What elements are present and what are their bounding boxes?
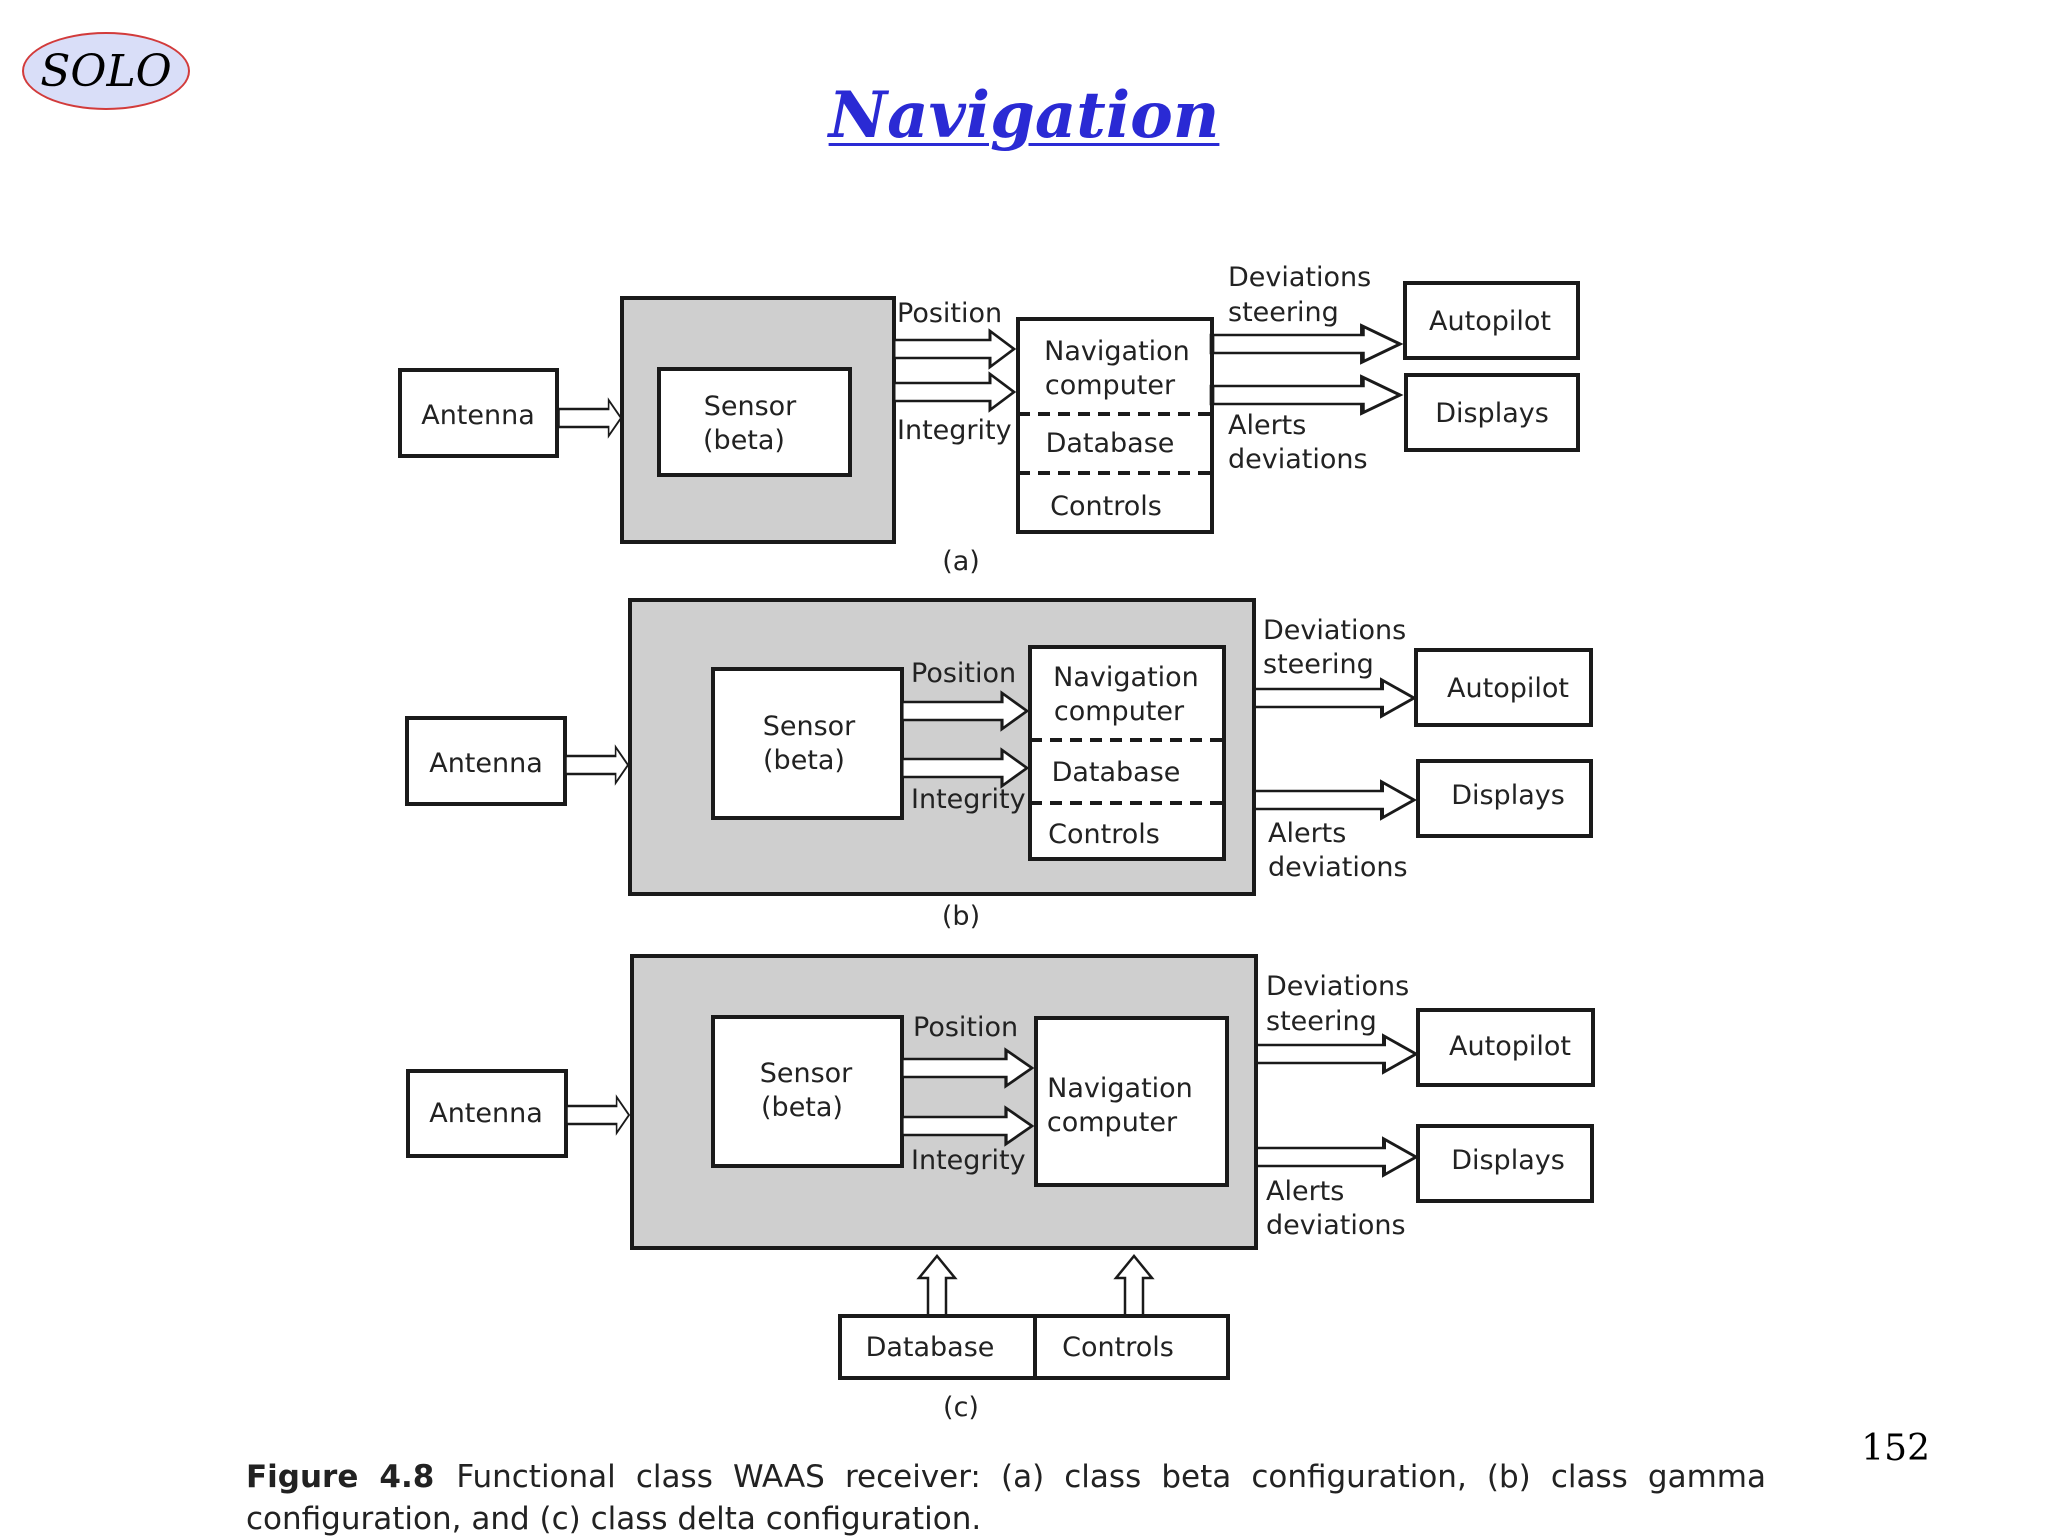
figure-label: Figure 4.8 <box>246 1459 435 1495</box>
sensor-label-a-2: (beta) <box>703 425 785 456</box>
autopilot-label-b: Autopilot <box>1447 673 1569 704</box>
panel-a: Antenna Sensor (beta) Position Integrity… <box>398 262 1580 577</box>
sensor-label-b-2: (beta) <box>763 745 845 776</box>
deviations-label-b-1: Deviations <box>1263 615 1406 646</box>
antenna-label-c: Antenna <box>429 1098 543 1129</box>
page-number: 152 <box>1861 1428 1930 1469</box>
panel-c: Antenna Sensor (beta) Position Integrity… <box>406 954 1595 1423</box>
arrow-deviations-c <box>1256 1036 1416 1072</box>
nav-computer-box-c <box>1034 1016 1229 1187</box>
arrow-deviations-b <box>1254 680 1414 716</box>
autopilot-box-c <box>1416 1008 1595 1087</box>
sensor-box-a <box>657 367 852 477</box>
deviations-label-b-2: steering <box>1263 649 1374 680</box>
autopilot-label-a: Autopilot <box>1429 306 1551 337</box>
arrow-database-up-c <box>917 1254 957 1318</box>
alerts-label-c-2: deviations <box>1266 1210 1406 1241</box>
database-label-b: Database <box>1052 757 1181 788</box>
alerts-label-b-2: deviations <box>1268 852 1408 883</box>
logo-text: SOLO <box>40 45 172 97</box>
antenna-label-a: Antenna <box>421 400 535 431</box>
nav-computer-stack-a <box>1016 317 1214 534</box>
nav-computer-stack-b <box>1028 645 1226 861</box>
integrity-label-a: Integrity <box>897 415 1012 446</box>
autopilot-box-b <box>1414 648 1593 727</box>
arrow-position-a <box>892 329 1016 369</box>
displays-label-b: Displays <box>1451 780 1565 811</box>
database-label-c: Database <box>866 1332 995 1363</box>
slide-title: Navigation <box>828 78 1220 153</box>
alerts-label-a-1: Alerts <box>1228 410 1306 441</box>
controls-label-c: Controls <box>1062 1332 1174 1363</box>
sensor-label-c-1: Sensor <box>760 1058 853 1089</box>
arrow-alerts-c <box>1256 1139 1416 1175</box>
arrow-controls-up-c <box>1114 1254 1154 1318</box>
antenna-label-b: Antenna <box>429 748 543 779</box>
sub-label-b: (b) <box>942 901 980 932</box>
arrow-antenna-receiver-c <box>565 1095 631 1135</box>
arrow-deviations-a <box>1212 326 1400 362</box>
displays-box-c <box>1416 1124 1594 1203</box>
caption-text: Functional class WAAS receiver: (a) clas… <box>246 1459 1766 1537</box>
controls-label-a: Controls <box>1050 491 1162 522</box>
solo-logo: SOLO <box>22 32 190 110</box>
arrow-alerts-b <box>1254 782 1414 818</box>
deviations-label-c-2: steering <box>1266 1006 1377 1037</box>
nav-computer-label-c-2: computer <box>1047 1107 1178 1138</box>
alerts-label-a-2: deviations <box>1228 444 1368 475</box>
antenna-box-b <box>405 716 567 806</box>
controls-box-c <box>1033 1314 1230 1380</box>
sub-label-a: (a) <box>942 546 980 577</box>
sensor-label-a-1: Sensor <box>704 391 797 422</box>
nav-computer-label-b-1: Navigation <box>1053 662 1199 693</box>
displays-label-a: Displays <box>1435 398 1549 429</box>
antenna-box-c <box>406 1069 568 1158</box>
database-label-a: Database <box>1046 428 1175 459</box>
position-label-b: Position <box>911 658 1016 689</box>
sensor-label-b-1: Sensor <box>763 711 856 742</box>
displays-label-c: Displays <box>1451 1145 1565 1176</box>
integrity-label-b: Integrity <box>911 784 1026 815</box>
alerts-label-c-1: Alerts <box>1266 1176 1344 1207</box>
arrow-antenna-receiver-b <box>564 745 630 785</box>
antenna-box-a <box>398 368 559 458</box>
deviations-label-a-1: Deviations <box>1228 262 1371 293</box>
sensor-label-c-2: (beta) <box>761 1092 843 1123</box>
arrow-integrity-a <box>892 372 1016 412</box>
deviations-label-c-1: Deviations <box>1266 971 1409 1002</box>
nav-computer-label-a-2: computer <box>1045 370 1176 401</box>
panel-b: Antenna Sensor (beta) Position Integrity… <box>405 598 1593 932</box>
sensor-box-c <box>711 1015 904 1168</box>
deviations-label-a-2: steering <box>1228 297 1339 328</box>
nav-computer-label-a-1: Navigation <box>1044 336 1190 367</box>
controls-label-b: Controls <box>1048 819 1160 850</box>
sensor-box-b <box>711 667 904 820</box>
arrow-alerts-a <box>1212 377 1400 413</box>
position-label-c: Position <box>913 1012 1018 1043</box>
nav-computer-label-c-1: Navigation <box>1047 1073 1193 1104</box>
sub-label-c: (c) <box>943 1392 979 1423</box>
position-label-a: Position <box>897 298 1002 329</box>
integrity-label-c: Integrity <box>911 1145 1026 1176</box>
arrow-antenna-sensor-a <box>557 398 623 438</box>
database-box-c <box>838 1314 1037 1380</box>
alerts-label-b-1: Alerts <box>1268 818 1346 849</box>
nav-computer-label-b-2: computer <box>1054 696 1185 727</box>
autopilot-label-c: Autopilot <box>1449 1031 1571 1062</box>
displays-box-a <box>1404 373 1580 452</box>
displays-box-b <box>1416 759 1593 838</box>
autopilot-box-a <box>1403 281 1580 360</box>
